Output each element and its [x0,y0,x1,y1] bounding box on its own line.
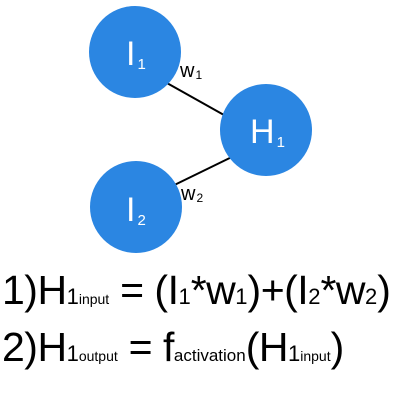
svg-text:I2: I2 [126,191,146,229]
svg-text:w2: w2 [180,183,203,205]
svg-text:H1: H1 [250,113,285,151]
svg-text:w1: w1 [179,60,202,82]
weight-label-w1: w1 [179,60,202,82]
equation-hidden-input: 1)H1input = (I1*w1)+(I2*w2) [2,267,391,313]
svg-text:I1: I1 [126,35,146,73]
node-i2-circle [90,161,182,253]
equation-hidden-output: 2)H1output = factivation(H1input) [2,324,344,370]
node-i1-circle [89,6,181,98]
weight-label-w2: w2 [180,183,203,205]
node-h1-circle [220,84,312,176]
